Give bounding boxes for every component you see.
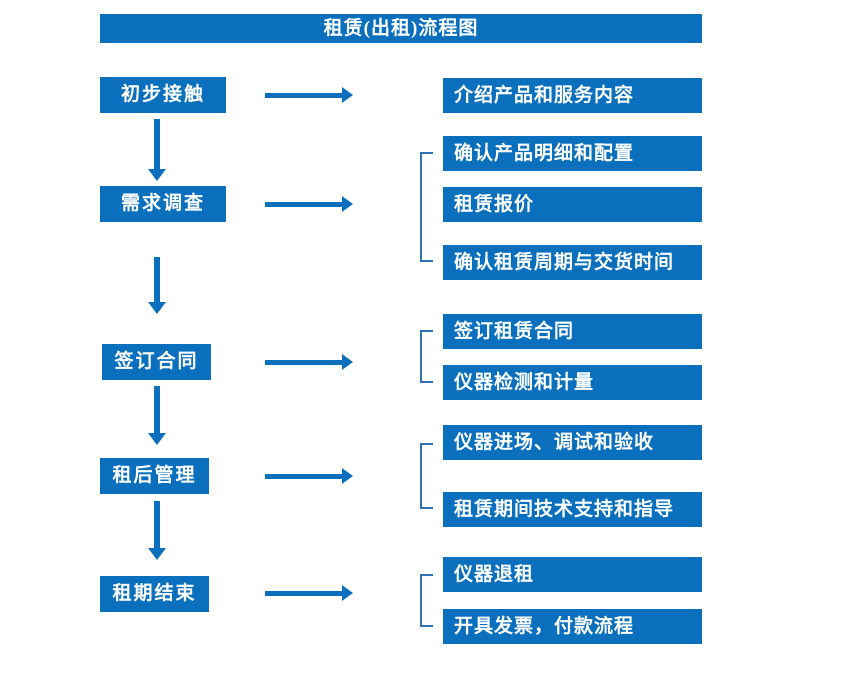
detail-box-confirm-period-delivery: 确认租赁周期与交货时间 — [443, 245, 702, 280]
right-arrow-icon — [265, 468, 353, 484]
down-arrow-icon — [148, 501, 166, 560]
arrow-shaft — [265, 92, 342, 98]
stage-box-rental-end: 租期结束 — [100, 576, 209, 612]
detail-box-instrument-inspection: 仪器检测和计量 — [443, 365, 702, 400]
down-arrow-icon — [148, 119, 166, 181]
bracket-connector — [420, 330, 433, 383]
stage-box-initial-contact: 初步接触 — [100, 77, 226, 113]
bracket-connector — [420, 443, 433, 509]
right-arrow-icon — [265, 354, 353, 370]
detail-box-instrument-return: 仪器退租 — [443, 557, 702, 592]
bracket-connector — [420, 152, 433, 262]
arrow-shaft — [154, 386, 160, 433]
detail-box-intro-products-services: 介绍产品和服务内容 — [443, 78, 702, 113]
bracket-connector — [420, 574, 433, 627]
stage-box-demand-survey: 需求调查 — [100, 186, 226, 222]
arrow-shaft — [265, 201, 342, 207]
arrow-shaft — [265, 473, 342, 479]
arrow-head — [148, 169, 166, 181]
detail-box-rental-quote: 租赁报价 — [443, 187, 702, 222]
arrow-head — [148, 433, 166, 445]
arrow-shaft — [154, 257, 160, 302]
detail-box-invoice-payment: 开具发票，付款流程 — [443, 609, 702, 644]
arrow-head — [148, 548, 166, 560]
detail-box-sign-rental-contract: 签订租赁合同 — [443, 314, 702, 349]
arrow-head — [342, 468, 353, 484]
arrow-head — [342, 87, 353, 103]
detail-box-tech-support-guidance: 租赁期间技术支持和指导 — [443, 492, 702, 527]
arrow-shaft — [154, 501, 160, 548]
stage-box-post-rental-management: 租后管理 — [100, 458, 209, 494]
right-arrow-icon — [265, 585, 353, 601]
arrow-shaft — [265, 590, 342, 596]
arrow-head — [342, 354, 353, 370]
arrow-head — [342, 196, 353, 212]
detail-box-confirm-product-config: 确认产品明细和配置 — [443, 136, 702, 171]
down-arrow-icon — [148, 257, 166, 314]
down-arrow-icon — [148, 386, 166, 445]
arrow-head — [148, 302, 166, 314]
detail-box-instrument-arrival-acceptance: 仪器进场、调试和验收 — [443, 425, 702, 460]
stage-box-sign-contract: 签订合同 — [102, 344, 211, 380]
right-arrow-icon — [265, 196, 353, 212]
arrow-shaft — [154, 119, 160, 169]
right-arrow-icon — [265, 87, 353, 103]
flowchart-title: 租赁(出租)流程图 — [100, 14, 702, 43]
arrow-head — [342, 585, 353, 601]
arrow-shaft — [265, 359, 342, 365]
